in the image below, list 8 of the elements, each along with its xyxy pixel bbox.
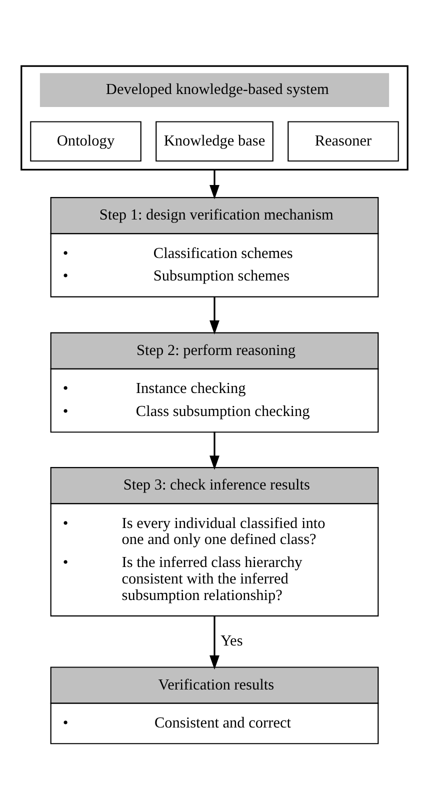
arrow — [210, 432, 220, 470]
edge-label: Yes — [220, 632, 243, 650]
node-box: Ontology — [30, 121, 142, 162]
arrow — [210, 296, 220, 335]
arrow — [210, 170, 220, 200]
node-box: Reasoner — [288, 121, 399, 162]
arrow — [210, 616, 220, 670]
node-box: Knowledge base — [156, 121, 274, 162]
